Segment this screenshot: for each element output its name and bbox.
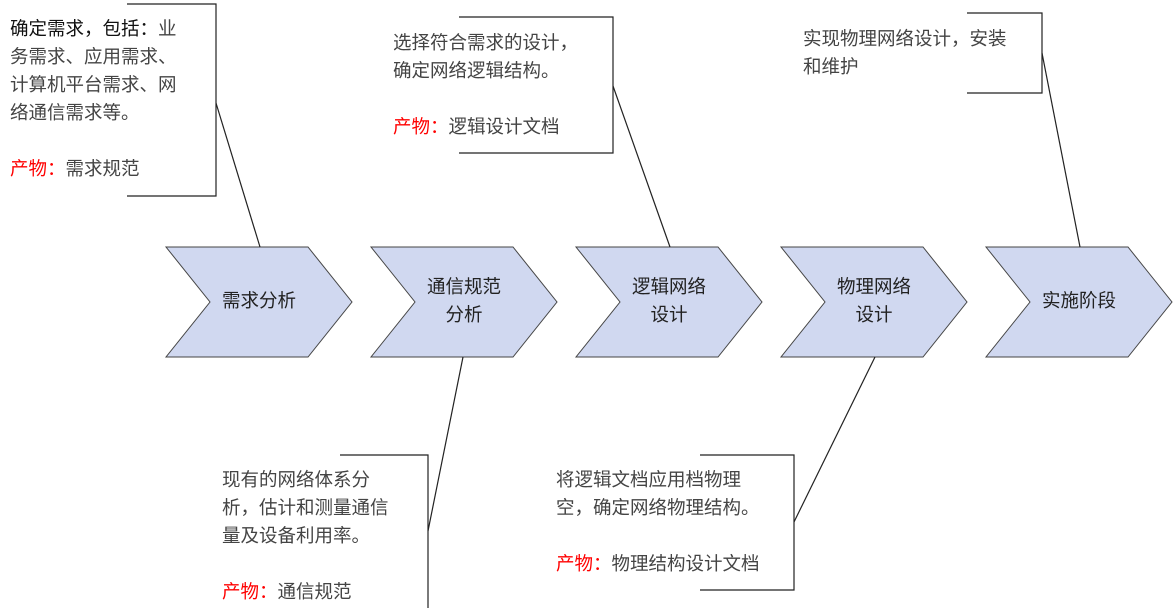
connector-implementation <box>1041 52 1081 248</box>
stage-label-line: 实施阶段 <box>1041 291 1116 312</box>
product-value: 物理结构设计文档 <box>611 554 760 575</box>
note-implementation: 实现物理网络设计，安装 和维护 <box>803 26 1007 82</box>
product-value: 需求规范 <box>65 159 140 180</box>
connector-logical <box>612 85 671 248</box>
connector-requirements <box>215 102 261 248</box>
stage-label-physical: 物理网络设计 <box>781 274 967 330</box>
note-line: 量及设备利用率。 <box>222 526 371 547</box>
stage-chevron-4 <box>779 246 968 358</box>
stage-chevron-5 <box>984 246 1173 358</box>
stage-chevron-3 <box>574 246 763 358</box>
bracket-communication <box>340 454 429 608</box>
product-value: 逻辑设计文档 <box>448 117 560 138</box>
note-line: 选择符合需求的设计， <box>393 33 579 54</box>
product-label: 产物： <box>222 582 278 603</box>
note-requirements: 确定需求，包括：业 务需求、应用需求、 计算机平台需求、网 络通信需求等。 产物… <box>10 16 177 184</box>
note-line: 业 <box>158 19 177 40</box>
product-label: 产物： <box>393 117 449 138</box>
note-line: 络通信需求等。 <box>10 103 140 124</box>
note-physical: 将逻辑文档应用档物理 空，确定网络物理结构。 产物：物理结构设计文档 <box>556 467 760 579</box>
note-line: 析，估计和测量通信 <box>222 498 389 519</box>
note-line: 确定网络逻辑结构。 <box>393 61 560 82</box>
bracket-requirements <box>127 3 217 197</box>
stage-label-line: 逻辑网络 <box>631 277 706 298</box>
connector-physical <box>793 356 876 523</box>
stage-label-line: 设计 <box>855 305 893 326</box>
stage-label-communication: 通信规范分析 <box>371 274 557 330</box>
note-logical: 选择符合需求的设计， 确定网络逻辑结构。 产物：逻辑设计文档 <box>393 30 578 142</box>
note-line: 务需求、应用需求、 <box>10 47 177 68</box>
note-line: 实现物理网络设计，安装 <box>803 29 1007 50</box>
stage-label-line: 需求分析 <box>221 291 296 312</box>
stage-chevron-2 <box>369 246 558 358</box>
bracket-logical <box>459 16 614 154</box>
product-value: 通信规范 <box>277 582 352 603</box>
stage-label-line: 物理网络 <box>836 277 911 298</box>
note-lead: 确定需求，包括： <box>10 19 159 40</box>
product-label: 产物： <box>556 554 612 575</box>
stage-label-line: 分析 <box>445 305 483 326</box>
note-communication: 现有的网络体系分 析，估计和测量通信 量及设备利用率。 产物：通信规范 <box>222 467 389 607</box>
connector-communication <box>427 356 464 532</box>
note-line: 和维护 <box>803 57 859 78</box>
stage-label-logical: 逻辑网络设计 <box>576 274 762 330</box>
product-label: 产物： <box>10 159 66 180</box>
bracket-physical <box>700 454 795 591</box>
note-line: 计算机平台需求、网 <box>10 75 177 96</box>
stage-label-requirements: 需求分析 <box>166 288 352 316</box>
stage-label-line: 设计 <box>650 305 688 326</box>
stage-label-implementation: 实施阶段 <box>986 288 1172 316</box>
note-line: 将逻辑文档应用档物理 <box>556 470 742 491</box>
note-line: 现有的网络体系分 <box>222 470 371 491</box>
note-line: 空，确定网络物理结构。 <box>556 498 760 519</box>
stage-label-line: 通信规范 <box>426 277 501 298</box>
stage-chevron-1 <box>164 246 353 358</box>
